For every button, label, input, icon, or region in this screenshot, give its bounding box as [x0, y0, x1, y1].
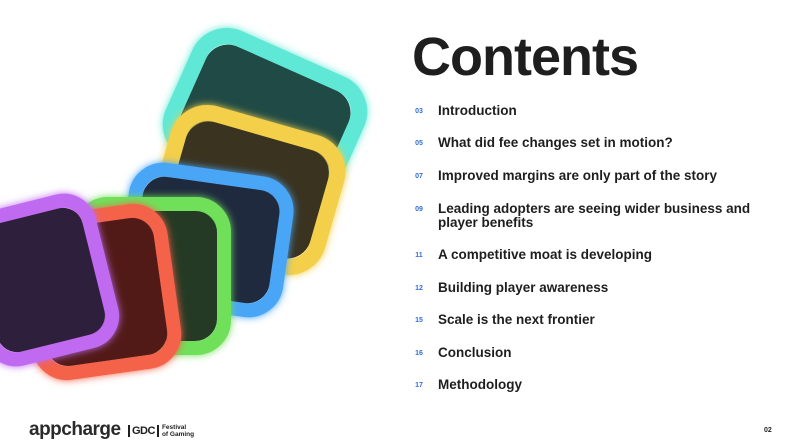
- gdc-mark: GDC: [128, 425, 159, 437]
- toc-page-number: 11: [415, 252, 423, 259]
- gdc-festival-logo: GDC Festival of Gaming: [128, 424, 194, 438]
- table-of-contents: 03 Introduction 05 What did fee changes …: [412, 0, 792, 420]
- page-number: 02: [764, 427, 772, 434]
- toc-item-label: Methodology: [438, 377, 522, 392]
- toc-page-number: 15: [415, 317, 423, 324]
- toc-item-label: Scale is the next frontier: [438, 312, 595, 327]
- gdc-line-2: of Gaming: [161, 431, 195, 438]
- toc-page-number: 05: [415, 140, 423, 147]
- page-title: Contents: [412, 27, 639, 87]
- toc-page-number: 09: [415, 206, 423, 213]
- appcharge-logo: appcharge: [29, 419, 121, 440]
- toc-item-label: Introduction: [438, 103, 517, 118]
- toc-page-number: 16: [415, 350, 423, 357]
- toc-item-label: Conclusion: [438, 345, 512, 360]
- gdc-text: Festival of Gaming: [162, 424, 194, 438]
- toc-page-number: 12: [415, 285, 423, 292]
- toc-item-label: What did fee changes set in motion?: [438, 135, 673, 150]
- decorative-tiles: [0, 27, 368, 381]
- toc-page-number: 07: [415, 173, 423, 180]
- toc-page-number: 03: [415, 108, 423, 115]
- toc-item-label: A competitive moat is developing: [438, 247, 653, 262]
- gdc-line-1: Festival: [161, 424, 187, 431]
- toc-item-label: Building player awareness: [438, 280, 609, 295]
- toc-page-number: 17: [415, 382, 423, 389]
- toc-item-label: Improved margins are only part of the st…: [438, 168, 718, 183]
- tile-purple: [0, 193, 120, 367]
- toc-item-label: Leading adopters are seeing wider busine…: [438, 201, 751, 230]
